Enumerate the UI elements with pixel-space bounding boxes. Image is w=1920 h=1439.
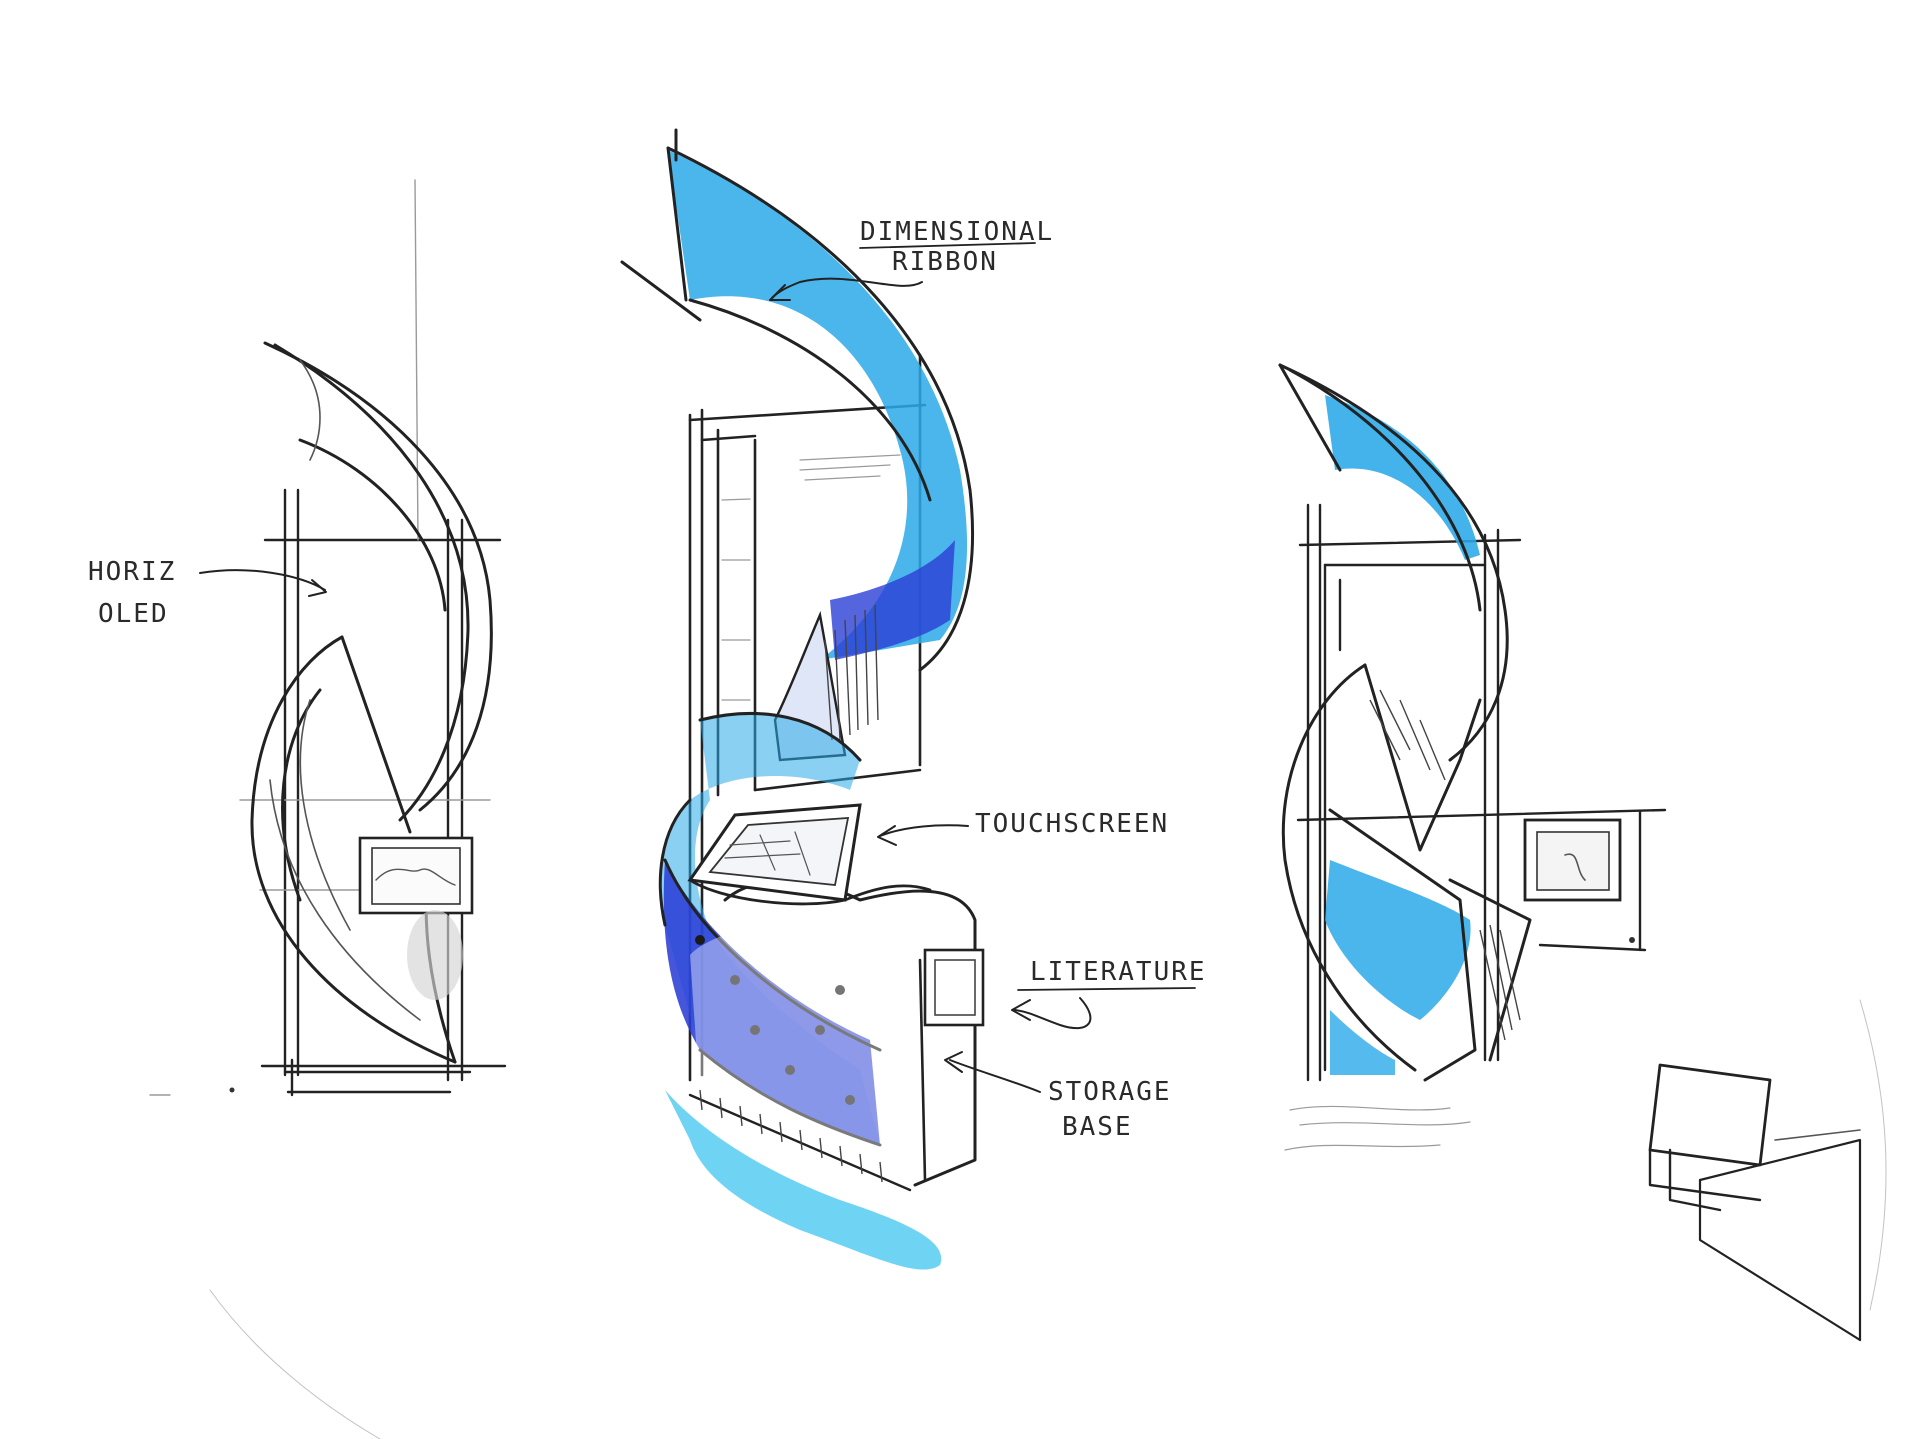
literature-annotation: LITERATURE — [1011, 957, 1207, 1030]
center-panel-hatching — [721, 454, 901, 701]
dimensional-ribbon-annotation: DIMENSIONAL RIBBON — [769, 217, 1054, 301]
dimensional-label: DIMENSIONAL — [860, 217, 1054, 247]
literature-holder — [923, 948, 985, 1027]
base-shadow-wash — [665, 1090, 942, 1270]
touchscreen-annotation: TOUCHSCREEN — [877, 809, 1169, 846]
upper-dimensional-ribbon — [668, 150, 968, 660]
literature-leader-arrow — [1014, 997, 1092, 1030]
right-floor-hatching — [1284, 1105, 1471, 1151]
left-tower-frame — [260, 488, 507, 1097]
touchscreen-leader-arrow — [879, 824, 969, 837]
right-screen — [1523, 818, 1622, 902]
ribbon-leader-arrow — [771, 277, 923, 299]
touchscreen-unit — [687, 803, 932, 906]
ribbon-dark-fold — [830, 540, 955, 660]
ribbon-label: RIBBON — [892, 247, 998, 277]
storage-leader-arrow — [949, 1059, 1041, 1093]
literature-label: LITERATURE — [1030, 957, 1207, 987]
faint-construction-arcs — [209, 999, 1887, 1439]
base-kickplate-hatching — [699, 1089, 883, 1183]
right-tower-frame — [1296, 503, 1667, 1082]
right-ribbon-blue-panel — [1325, 860, 1471, 1020]
right-ribbon-blue-bottom — [1330, 1010, 1395, 1075]
touchscreen-arrowhead — [877, 825, 897, 846]
screen-mount-detail — [1648, 1063, 1862, 1342]
horiz-oled-arrowhead — [308, 579, 327, 597]
touchscreen-label: TOUCHSCREEN — [975, 809, 1169, 839]
literature-arrowhead — [1011, 999, 1031, 1021]
lower-ribbon-dark — [663, 860, 880, 1145]
storage-base-annotation: STORAGE BASE — [944, 1051, 1172, 1142]
base-label: BASE — [1062, 1112, 1133, 1142]
dimensional-underline — [859, 242, 1036, 249]
storage-arrowhead — [944, 1051, 963, 1073]
left-kiosk-sketch: HORIZ OLED — [88, 179, 507, 1097]
ribbon-fasteners — [695, 935, 855, 1105]
upper-ribbon-outline — [620, 128, 974, 672]
right-kiosk-sketch — [1278, 363, 1667, 1151]
oled-label: OLED — [98, 599, 169, 629]
left-ribbon-shading — [269, 359, 421, 1021]
literature-underline — [1017, 987, 1196, 991]
horiz-oled-leader-arrow — [199, 569, 326, 591]
lower-ribbon-outline — [658, 711, 882, 1147]
storage-label: STORAGE — [1048, 1077, 1172, 1107]
left-oled-screen — [358, 836, 474, 1000]
right-ribbon-outline — [1278, 363, 1532, 1082]
center-kiosk-sketch: DIMENSIONAL RIBBON TOUCHSCREEN LITERATUR… — [620, 128, 1207, 1270]
horiz-label: HORIZ — [88, 557, 176, 587]
ribbon-arrowhead — [769, 284, 791, 301]
right-ribbon-blue-top — [1325, 395, 1480, 560]
right-ribbon-hatching — [1369, 689, 1521, 1041]
horiz-oled-annotation: HORIZ OLED — [88, 557, 327, 629]
